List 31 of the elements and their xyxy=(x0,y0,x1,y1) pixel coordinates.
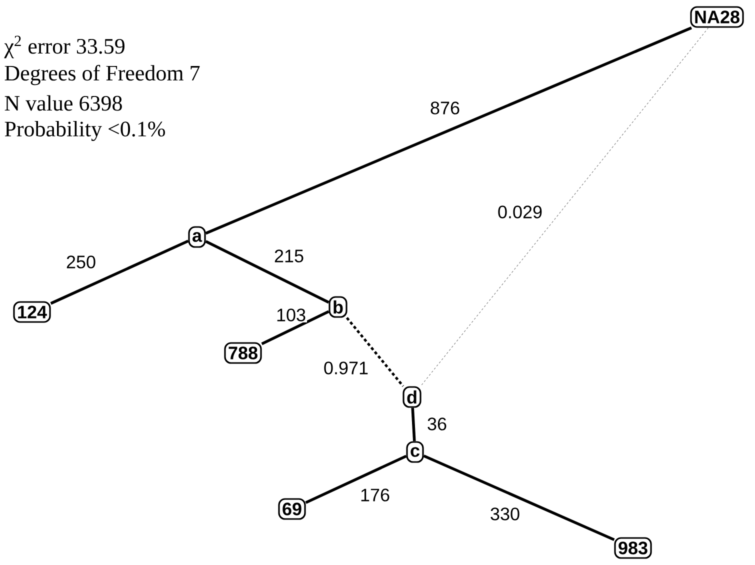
edge-label: 0.029 xyxy=(496,204,544,220)
branch-line xyxy=(50,240,189,305)
edge-label: 176 xyxy=(359,488,392,502)
taxon-box: 69 xyxy=(278,498,306,520)
taxon-box: b xyxy=(328,296,348,318)
taxon-box: 788 xyxy=(224,342,262,364)
taxon-box: d xyxy=(402,386,422,408)
edge-label: 876 xyxy=(429,100,462,116)
edge-label: 0.971 xyxy=(322,360,370,376)
taxon-box: NA28 xyxy=(690,6,744,28)
branch-line xyxy=(411,408,416,442)
stat-text: Degrees of Freedom 7 xyxy=(4,64,200,86)
taxon-box: a xyxy=(188,226,206,248)
branch-line xyxy=(205,26,692,235)
taxon-box: 983 xyxy=(614,537,652,559)
taxon-box: c xyxy=(406,441,424,463)
branch-line xyxy=(305,454,407,504)
edge-label: 103 xyxy=(275,308,308,322)
edge-label: 36 xyxy=(426,416,448,432)
stat-text: χ$^{2}$ error 33.59 xyxy=(4,36,124,58)
edge-label: 215 xyxy=(273,248,306,264)
stat-text: Probability <0.1% xyxy=(4,121,165,142)
branch-line xyxy=(261,310,330,346)
branch-line xyxy=(420,28,709,386)
taxon-box: 124 xyxy=(13,301,51,323)
edge-label: 330 xyxy=(489,506,522,522)
edge-label: 250 xyxy=(64,254,98,270)
stat-text: N value 6398 xyxy=(4,95,122,111)
branch-line xyxy=(346,317,404,387)
branch-line xyxy=(423,454,615,542)
branch-line xyxy=(205,240,330,304)
